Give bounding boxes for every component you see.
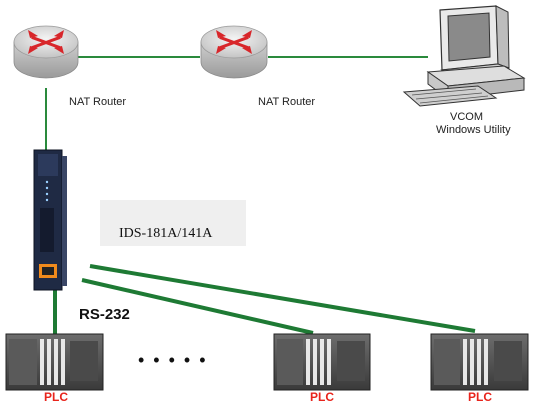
- plc-2-label: PLC: [310, 390, 334, 404]
- serial-link-plc2: [81, 278, 314, 335]
- links: [45, 56, 476, 335]
- router-arrows-icon: [216, 30, 252, 54]
- plc-3-label: PLC: [468, 390, 492, 404]
- plc-2: [273, 333, 371, 391]
- plc-1-label: PLC: [44, 390, 68, 404]
- device-label-box: [100, 200, 246, 246]
- pc-label-line2: Windows Utility: [436, 124, 511, 136]
- router-2-label: NAT Router: [258, 96, 316, 108]
- nat-router-2: [200, 25, 268, 79]
- plc-1: [5, 333, 104, 391]
- device-label: IDS-181A/141A: [119, 226, 213, 241]
- pc-label-line1: VCOM: [450, 111, 483, 123]
- nat-router-1: [13, 25, 79, 79]
- plc-3: [430, 333, 529, 391]
- router-1-label: NAT Router: [69, 96, 127, 108]
- pc-workstation: [402, 5, 526, 107]
- router-arrows-icon: [28, 30, 64, 54]
- serial-label: RS-232: [79, 306, 130, 323]
- ids-device: [33, 149, 67, 291]
- serial-link-plc3: [89, 264, 476, 333]
- ellipsis-dots: • • • • •: [138, 350, 208, 370]
